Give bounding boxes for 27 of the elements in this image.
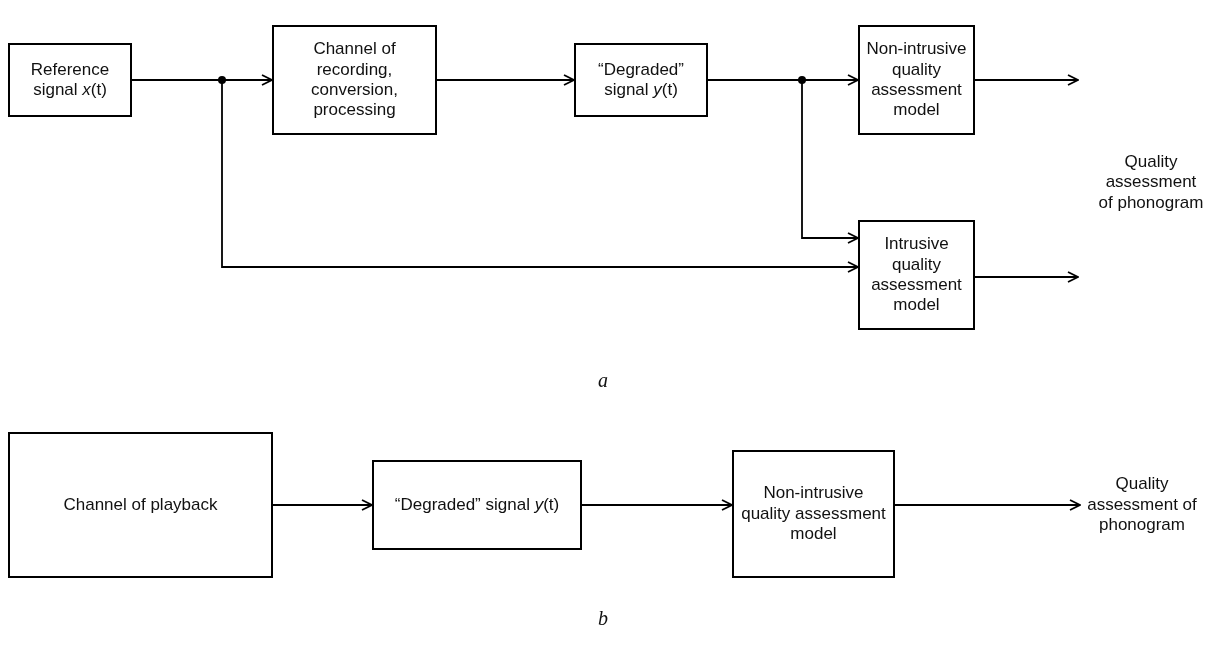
- process-box: [8, 432, 273, 578]
- arrow: [974, 74, 1079, 86]
- output-label: Quality assessment of phonogram: [1086, 474, 1198, 536]
- arrow: [894, 499, 1081, 511]
- arrow: [707, 79, 859, 244]
- box-label: “Degraded” signal y(t): [394, 494, 560, 516]
- arrow: [272, 499, 373, 511]
- process-box: [372, 460, 582, 550]
- output-label: Quality assessment of phonogram: [1098, 152, 1204, 214]
- process-box: [574, 43, 708, 117]
- box-label: Reference signal x(t): [29, 59, 111, 101]
- arrow: [974, 271, 1079, 283]
- panel-caption: a: [597, 368, 609, 392]
- process-box: [858, 25, 975, 135]
- box-label: Channel of playback: [63, 494, 218, 516]
- process-box: [732, 450, 895, 578]
- panel-caption: b: [597, 606, 609, 630]
- process-box: [272, 25, 437, 135]
- process-box: [858, 220, 975, 330]
- process-box: [8, 43, 132, 117]
- box-label: Non-intrusive quality assessment model: [740, 483, 887, 545]
- box-label: “Degraded” signal y(t): [597, 59, 685, 101]
- arrow: [581, 499, 733, 511]
- box-label: Intrusive quality assessment model: [870, 234, 963, 316]
- box-label: Channel of recording, conversion, processing: [310, 39, 399, 121]
- box-label: Non-intrusive quality assessment model: [865, 39, 968, 121]
- arrow: [436, 74, 575, 86]
